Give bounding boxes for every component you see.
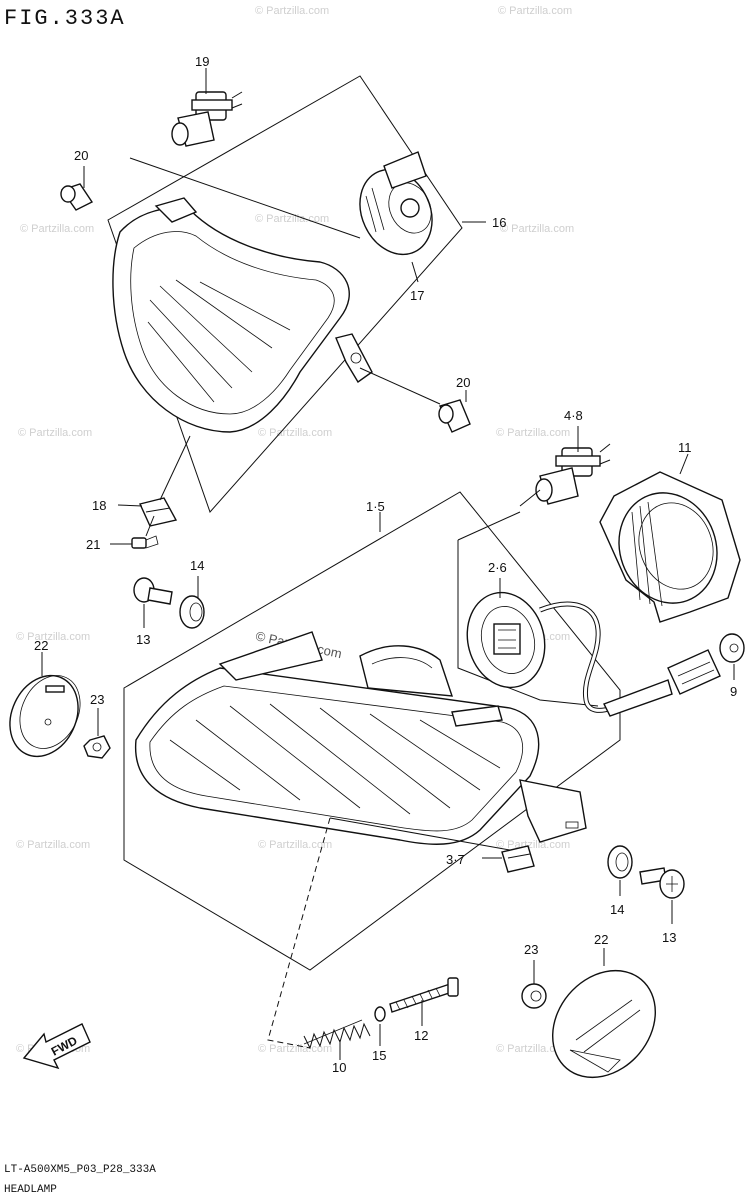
leader-line xyxy=(329,817,511,851)
grommet-icon xyxy=(607,845,633,879)
callout-label: 14 xyxy=(610,902,624,917)
connector-icon xyxy=(667,633,745,695)
leader-line xyxy=(129,157,361,239)
bolt-icon xyxy=(389,977,459,1013)
watermark: © Partzilla.com xyxy=(255,5,329,17)
watermark: © Partzilla.com xyxy=(255,213,329,225)
callout-label: 17 xyxy=(410,288,424,303)
watermark: © Partzilla.com xyxy=(258,427,332,439)
figure-title: FIG.333A xyxy=(4,6,126,31)
socket-box-outline xyxy=(457,511,521,541)
watermark: © Partzilla.com xyxy=(258,1043,332,1055)
watermark: © Partzilla.com xyxy=(496,427,570,439)
callout-label: 16 xyxy=(492,215,506,230)
watermark: © Partzilla.com xyxy=(496,1043,570,1055)
reflector-right xyxy=(521,948,656,1079)
adjuster-dashed-leader xyxy=(267,817,331,1049)
callout-label: 20 xyxy=(456,375,470,390)
callout-labels: 19 20 16 17 20 4·8 11 18 1·5 21 14 2·6 1… xyxy=(34,54,737,1075)
watermark: © Partzilla.com xyxy=(16,839,90,851)
washer-icon xyxy=(374,1006,386,1022)
spring-icon xyxy=(303,1019,371,1050)
callout-label: 22 xyxy=(34,638,48,653)
callout-label: 15 xyxy=(372,1048,386,1063)
screw-icon xyxy=(131,515,159,549)
headlamp-rim-icon xyxy=(599,471,741,623)
callout-label: 23 xyxy=(524,942,538,957)
leader-line xyxy=(359,367,441,405)
fwd-arrow-icon: FWD xyxy=(22,1023,91,1070)
reflector-left xyxy=(9,652,111,759)
grommet-icon xyxy=(60,183,94,211)
callout-label: 13 xyxy=(136,632,150,647)
lower-assembly-outline xyxy=(123,491,621,971)
callout-label: 10 xyxy=(332,1060,346,1075)
nut-icon xyxy=(521,983,547,1009)
callout-label: 9 xyxy=(730,684,737,699)
headlamp-housing-icon xyxy=(112,197,373,433)
mount-hardware-left xyxy=(133,576,205,629)
grommet-icon xyxy=(179,595,205,629)
reflector-icon xyxy=(552,969,656,1079)
lower-assembly xyxy=(123,489,745,1049)
watermark: © Partzilla.com xyxy=(496,839,570,851)
watermark: © Partzilla.com xyxy=(258,839,332,851)
model-code: LT-A500XM5_P03_P28_333A xyxy=(4,1164,156,1176)
leader-line xyxy=(411,261,419,283)
callout-label: 12 xyxy=(414,1028,428,1043)
callout-label: 11 xyxy=(678,440,692,455)
callout-label: 21 xyxy=(86,537,100,552)
bulb-socket-icon xyxy=(466,591,673,717)
watermark: © Partzilla.com xyxy=(500,223,574,235)
bulb-icon xyxy=(171,91,243,147)
bulb-icon xyxy=(535,443,611,505)
leader-line xyxy=(519,489,541,507)
callout-label: 14 xyxy=(190,558,204,573)
callout-label: 2·6 xyxy=(488,560,507,575)
bulb-assembly-right xyxy=(535,426,741,623)
callout-label: 20 xyxy=(74,148,88,163)
section-name: HEADLAMP xyxy=(4,1184,57,1196)
callout-label: 19 xyxy=(195,54,209,69)
callout-label: 13 xyxy=(662,930,676,945)
bulb-socket-cover-icon xyxy=(359,151,433,256)
adjuster-hardware xyxy=(303,977,459,1060)
watermark: © Partzilla.com xyxy=(18,427,92,439)
nut-icon xyxy=(83,735,111,759)
callout-label: 1·5 xyxy=(366,499,385,514)
leader-line xyxy=(159,435,191,501)
leader-line xyxy=(679,453,689,475)
watermark: © Partzilla.com xyxy=(20,223,94,235)
screw-icon xyxy=(133,577,173,605)
clip-icon xyxy=(139,497,178,527)
watermark: © Partzilla.com xyxy=(498,5,572,17)
callout-label: 22 xyxy=(594,932,608,947)
callout-label: 4·8 xyxy=(564,408,583,423)
callout-label: 3·7 xyxy=(446,852,465,867)
clip-icon xyxy=(501,845,535,873)
leader-line xyxy=(117,504,143,507)
callout-label: 18 xyxy=(92,498,106,513)
headlamp-lens-icon xyxy=(134,631,587,845)
upper-assembly xyxy=(60,68,486,549)
callout-label: 23 xyxy=(90,692,104,707)
grommet-icon xyxy=(438,399,471,433)
watermark: © Partzilla.com xyxy=(16,631,90,643)
reflector-icon xyxy=(9,674,81,758)
screw-icon xyxy=(639,867,685,899)
